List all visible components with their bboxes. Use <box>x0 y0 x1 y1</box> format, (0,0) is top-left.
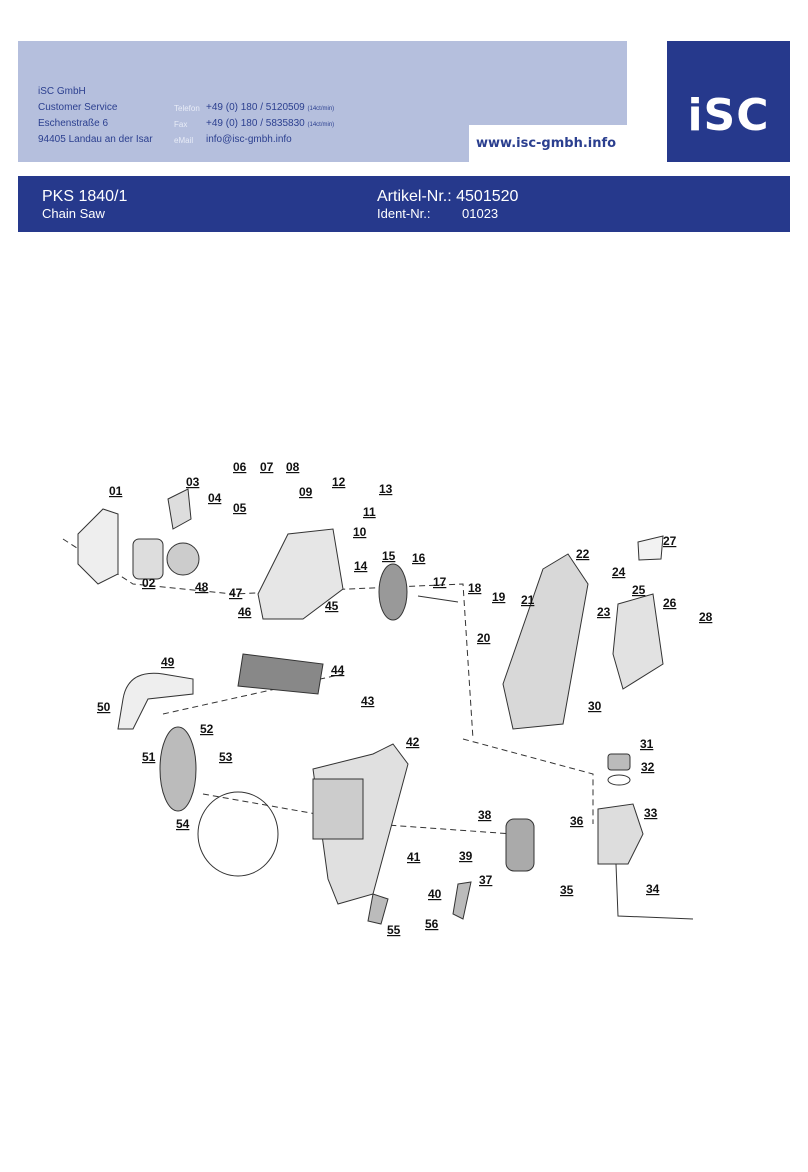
email-address[interactable]: info@isc-gmbh.info <box>206 134 292 145</box>
part-label-18: 18 <box>468 581 482 595</box>
company-name: iSC GmbH <box>38 86 86 97</box>
company-department: Customer Service <box>38 102 118 113</box>
part-label-05: 05 <box>233 501 247 515</box>
part-label-25: 25 <box>632 583 646 597</box>
part-label-36: 36 <box>570 814 584 828</box>
part-label-21: 21 <box>521 593 535 607</box>
part-label-04: 04 <box>208 491 222 505</box>
part-label-28: 28 <box>699 610 713 624</box>
part-label-54: 54 <box>176 817 190 831</box>
part-label-56: 56 <box>425 917 439 931</box>
part-label-46: 46 <box>238 605 252 619</box>
part-label-26: 26 <box>663 596 677 610</box>
fax-label: Fax <box>174 120 188 129</box>
website-box <box>469 125 627 162</box>
part-label-34: 34 <box>646 882 660 896</box>
part-label-32: 32 <box>641 760 655 774</box>
part-label-14: 14 <box>354 559 368 573</box>
fax-number: +49 (0) 180 / 5835830 (14ct/min) <box>206 118 335 129</box>
part-label-01: 01 <box>109 484 123 498</box>
part-label-22: 22 <box>576 547 590 561</box>
part-label-51: 51 <box>142 750 156 764</box>
part-label-55: 55 <box>387 923 401 937</box>
part-label-17: 17 <box>433 575 447 589</box>
part-label-43: 43 <box>361 694 375 708</box>
part-label-44: 44 <box>331 663 345 677</box>
exploded-parts-diagram: 01 02 03 04 05 06 07 08 09 10 11 12 13 1… <box>43 424 788 980</box>
part-label-35: 35 <box>560 883 574 897</box>
part-label-37: 37 <box>479 873 493 887</box>
website-link[interactable]: www.isc-gmbh.info <box>476 136 617 151</box>
product-model: PKS 1840/1 <box>42 188 128 205</box>
part-label-16: 16 <box>412 551 426 565</box>
product-type: Chain Saw <box>42 206 105 221</box>
part-label-42: 42 <box>406 735 420 749</box>
part-label-19: 19 <box>492 590 506 604</box>
part-label-31: 31 <box>640 737 654 751</box>
part-label-52: 52 <box>200 722 214 736</box>
part-label-08: 08 <box>286 460 300 474</box>
part-label-13: 13 <box>379 482 393 496</box>
part-label-45: 45 <box>325 599 339 613</box>
logo-text: iSC <box>687 90 770 141</box>
article-number: Artikel-Nr.: 4501520 <box>377 188 519 205</box>
parts-drawing: 01 02 03 04 05 06 07 08 09 10 11 12 13 1… <box>62 460 713 937</box>
part-label-41: 41 <box>407 850 421 864</box>
part-label-48: 48 <box>195 580 209 594</box>
part-label-49: 49 <box>161 655 175 669</box>
part-labels: 01 02 03 04 05 06 07 08 09 10 11 12 13 1… <box>97 460 713 937</box>
part-label-39: 39 <box>459 849 473 863</box>
part-label-53: 53 <box>219 750 233 764</box>
part-label-07: 07 <box>260 460 274 474</box>
isc-logo: iSC <box>667 41 790 162</box>
part-label-06: 06 <box>233 460 247 474</box>
email-label: eMail <box>174 136 194 145</box>
part-label-20: 20 <box>477 631 491 645</box>
phone-rate: (14ct/min) <box>307 106 335 112</box>
part-label-23: 23 <box>597 605 611 619</box>
product-title-bar: PKS 1840/1 Chain Saw Artikel-Nr.: 450152… <box>18 176 790 232</box>
part-label-27: 27 <box>663 534 677 548</box>
part-label-09: 09 <box>299 485 313 499</box>
part-label-38: 38 <box>478 808 492 822</box>
part-label-10: 10 <box>353 525 367 539</box>
ident-number: 01023 <box>462 206 499 221</box>
part-label-50: 50 <box>97 700 111 714</box>
part-label-02: 02 <box>142 576 156 590</box>
part-label-47: 47 <box>229 586 243 600</box>
fax-rate: (14ct/min) <box>307 122 335 128</box>
company-street: Eschenstraße 6 <box>38 118 109 129</box>
part-label-40: 40 <box>428 887 442 901</box>
phone-number: +49 (0) 180 / 5120509 (14ct/min) <box>206 102 335 113</box>
part-label-30: 30 <box>588 699 602 713</box>
part-label-33: 33 <box>644 806 658 820</box>
part-label-11: 11 <box>363 505 376 519</box>
ident-label: Ident-Nr.: <box>377 206 431 221</box>
part-label-24: 24 <box>612 565 626 579</box>
part-label-15: 15 <box>382 549 396 563</box>
part-label-12: 12 <box>332 475 346 489</box>
phone-label: Telefon <box>174 104 200 113</box>
company-city: 94405 Landau an der Isar <box>38 134 153 145</box>
part-label-03: 03 <box>186 475 200 489</box>
